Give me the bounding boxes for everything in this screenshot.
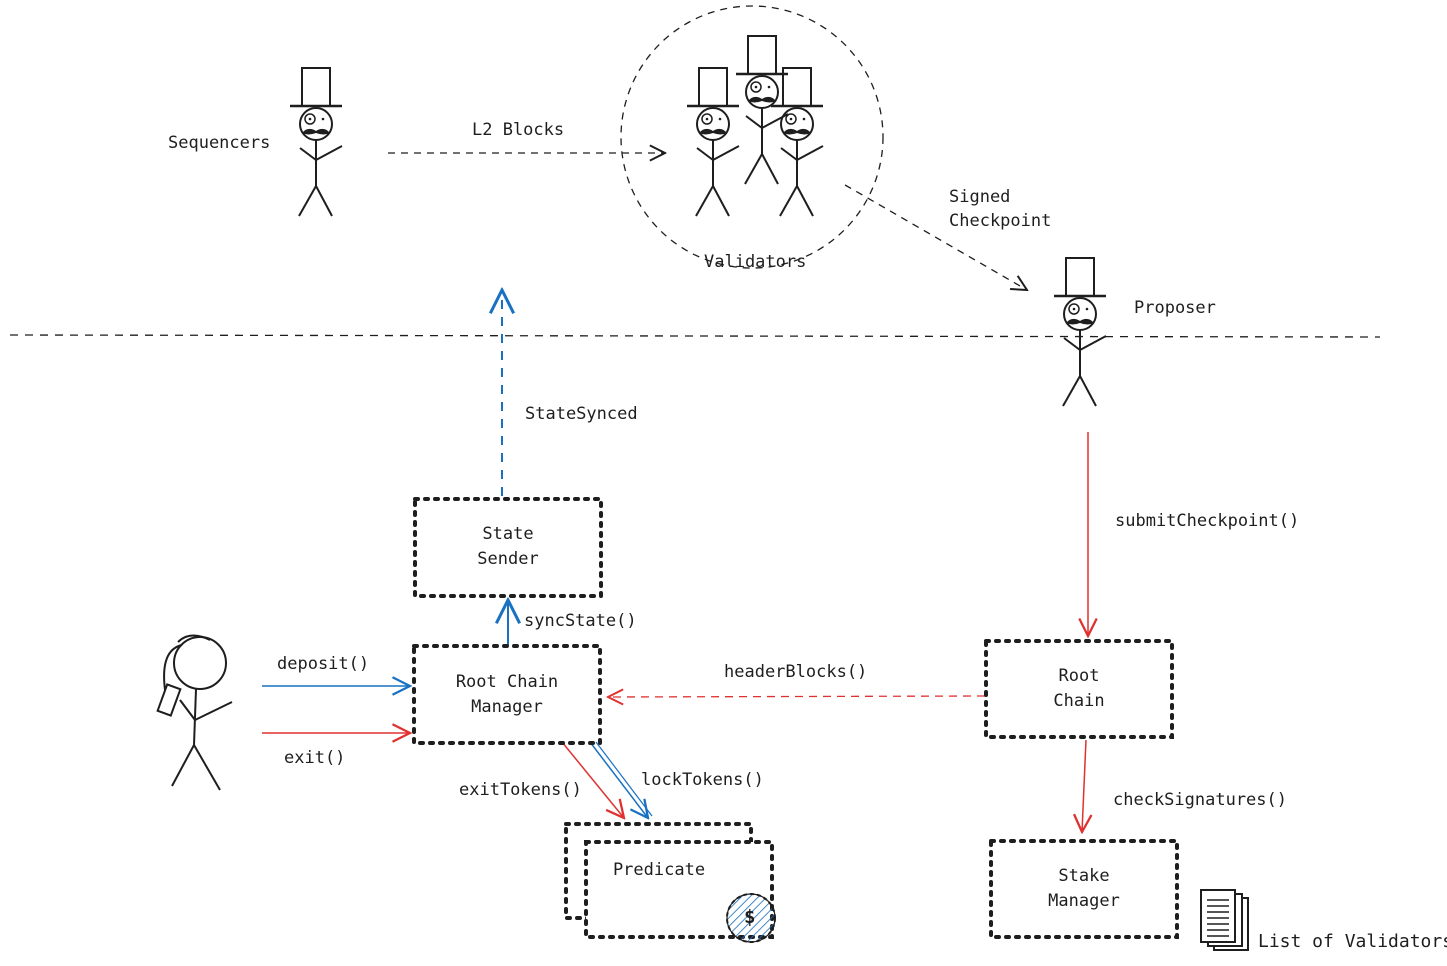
exit-label: exit() — [284, 748, 346, 768]
sequencer-figure — [288, 66, 344, 218]
state-sender-line-2: Sender — [477, 549, 539, 569]
root-chain-manager-line-1: Root Chain — [455, 672, 559, 692]
lock-tokens-label: lockTokens() — [641, 770, 764, 790]
root-chain-line-1: Root — [1058, 666, 1100, 686]
submit-checkpoint-label: submitCheckpoint() — [1115, 511, 1300, 531]
user-figure — [156, 634, 233, 791]
root-chain-label: Root Chain — [986, 664, 1172, 714]
proposer-label: Proposer — [1134, 298, 1216, 318]
validators-cluster — [620, 5, 884, 269]
predicate-box-front — [584, 840, 774, 939]
header-blocks-label: headerBlocks() — [724, 662, 868, 682]
root-chain-line-2: Chain — [1053, 691, 1105, 711]
layer-separator — [9, 334, 1381, 338]
stake-manager-line-1: Stake — [1058, 866, 1110, 886]
edge-lock-tokens — [589, 741, 648, 818]
edge-check-signatures — [1082, 739, 1086, 832]
signed-checkpoint-line-1: Signed — [949, 187, 1011, 207]
validators-label: Validators — [704, 252, 807, 272]
state-sender-box — [413, 497, 603, 598]
edge-header-blocks — [608, 696, 986, 697]
check-signatures-label: checkSignatures() — [1113, 790, 1287, 810]
signed-checkpoint-label: Signed Checkpoint — [949, 185, 1051, 233]
root-chain-box — [984, 639, 1174, 739]
sync-state-label: syncState() — [524, 611, 637, 631]
document-stack-icon — [1200, 889, 1249, 951]
root-chain-manager-label: Root Chain Manager — [414, 670, 600, 720]
validator-figure-1 — [685, 66, 741, 218]
proposer-figure — [1052, 256, 1108, 408]
edge-lock-tokens-2 — [595, 741, 653, 817]
root-chain-manager-line-2: Manager — [471, 697, 543, 717]
sequencers-label: Sequencers — [168, 133, 271, 153]
validator-figure-2 — [734, 34, 790, 186]
stake-manager-line-2: Manager — [1048, 891, 1120, 911]
l2-blocks-label: L2 Blocks — [472, 120, 565, 140]
coin-symbol: $ — [744, 906, 756, 928]
stake-manager-label: Stake Manager — [991, 864, 1177, 914]
edge-exit-tokens — [561, 741, 624, 818]
state-sender-label: State Sender — [415, 522, 601, 572]
predicate-label: Predicate — [612, 860, 706, 880]
state-sender-line-1: State — [482, 524, 534, 544]
list-of-validators-label: List of Validators — [1258, 931, 1447, 952]
deposit-label: deposit() — [277, 654, 370, 674]
state-synced-label: StateSynced — [525, 404, 638, 424]
root-chain-manager-box — [412, 644, 602, 745]
edge-signed-checkpoint — [844, 184, 1027, 290]
stake-manager-box — [989, 839, 1179, 939]
signed-checkpoint-line-2: Checkpoint — [949, 211, 1052, 231]
exit-tokens-label: exitTokens() — [459, 780, 582, 800]
coin-icon — [726, 893, 776, 943]
